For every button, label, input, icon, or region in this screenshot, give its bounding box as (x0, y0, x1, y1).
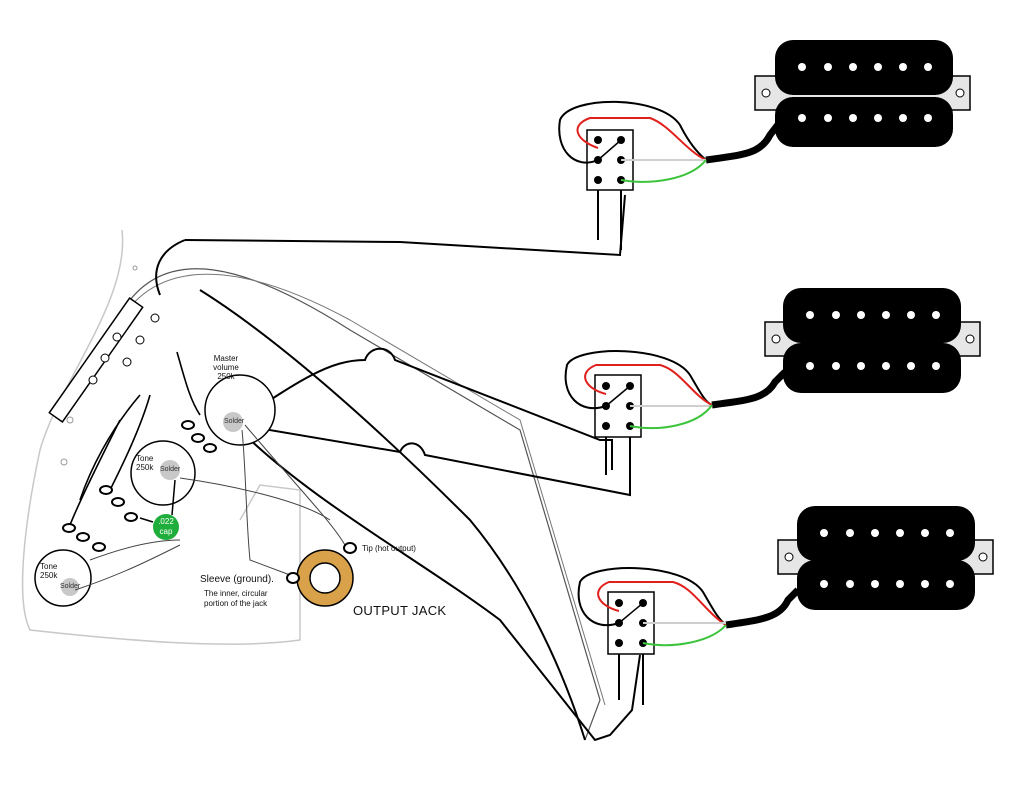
sleeve-note-line-2: portion of the jack (204, 599, 268, 608)
switch-strip (48, 297, 160, 423)
pickup-2-cable (711, 369, 788, 409)
screw-holes (60, 265, 138, 466)
tone-pot-lower (34, 523, 106, 607)
pickup-3-cable (725, 587, 801, 629)
master-volume-pot (181, 374, 276, 453)
tip-label: Tip (hot output) (362, 544, 416, 553)
tone-upper-solder-label: Solder (160, 466, 181, 473)
master-volume-label: Master volume 250k (213, 354, 239, 382)
humbucker-pickup-2 (764, 288, 981, 393)
cap-word-label: cap (159, 527, 173, 536)
sleeve-note-line-1: The inner, circular (204, 589, 268, 598)
master-solder-label: Solder (224, 418, 245, 425)
mini-switch-3 (577, 567, 727, 705)
cap-value-label: .022 (158, 517, 174, 526)
humbucker-pickup-1 (754, 40, 971, 147)
thin-wires (74, 424, 346, 591)
tone-pot-upper (99, 440, 196, 522)
output-jack (286, 542, 357, 607)
output-jack-label: OUTPUT JACK (353, 603, 447, 618)
switch-to-pot-wires (69, 351, 201, 526)
main-wires (155, 194, 641, 742)
tone-lower-solder-label: Solder (60, 583, 81, 590)
mini-switch-2 (564, 350, 713, 495)
tone-upper-label: Tone 250k (136, 454, 154, 473)
tone-capacitor (139, 479, 179, 540)
tone-lower-label: Tone 250k (40, 562, 58, 581)
pickguard-outline (21, 229, 301, 645)
humbucker-pickup-3 (777, 506, 994, 610)
pickup-1-cable (705, 119, 783, 164)
sleeve-label: Sleeve (ground). (200, 574, 274, 585)
pickguard-cavity (129, 268, 601, 741)
mini-switch-1 (558, 100, 707, 250)
